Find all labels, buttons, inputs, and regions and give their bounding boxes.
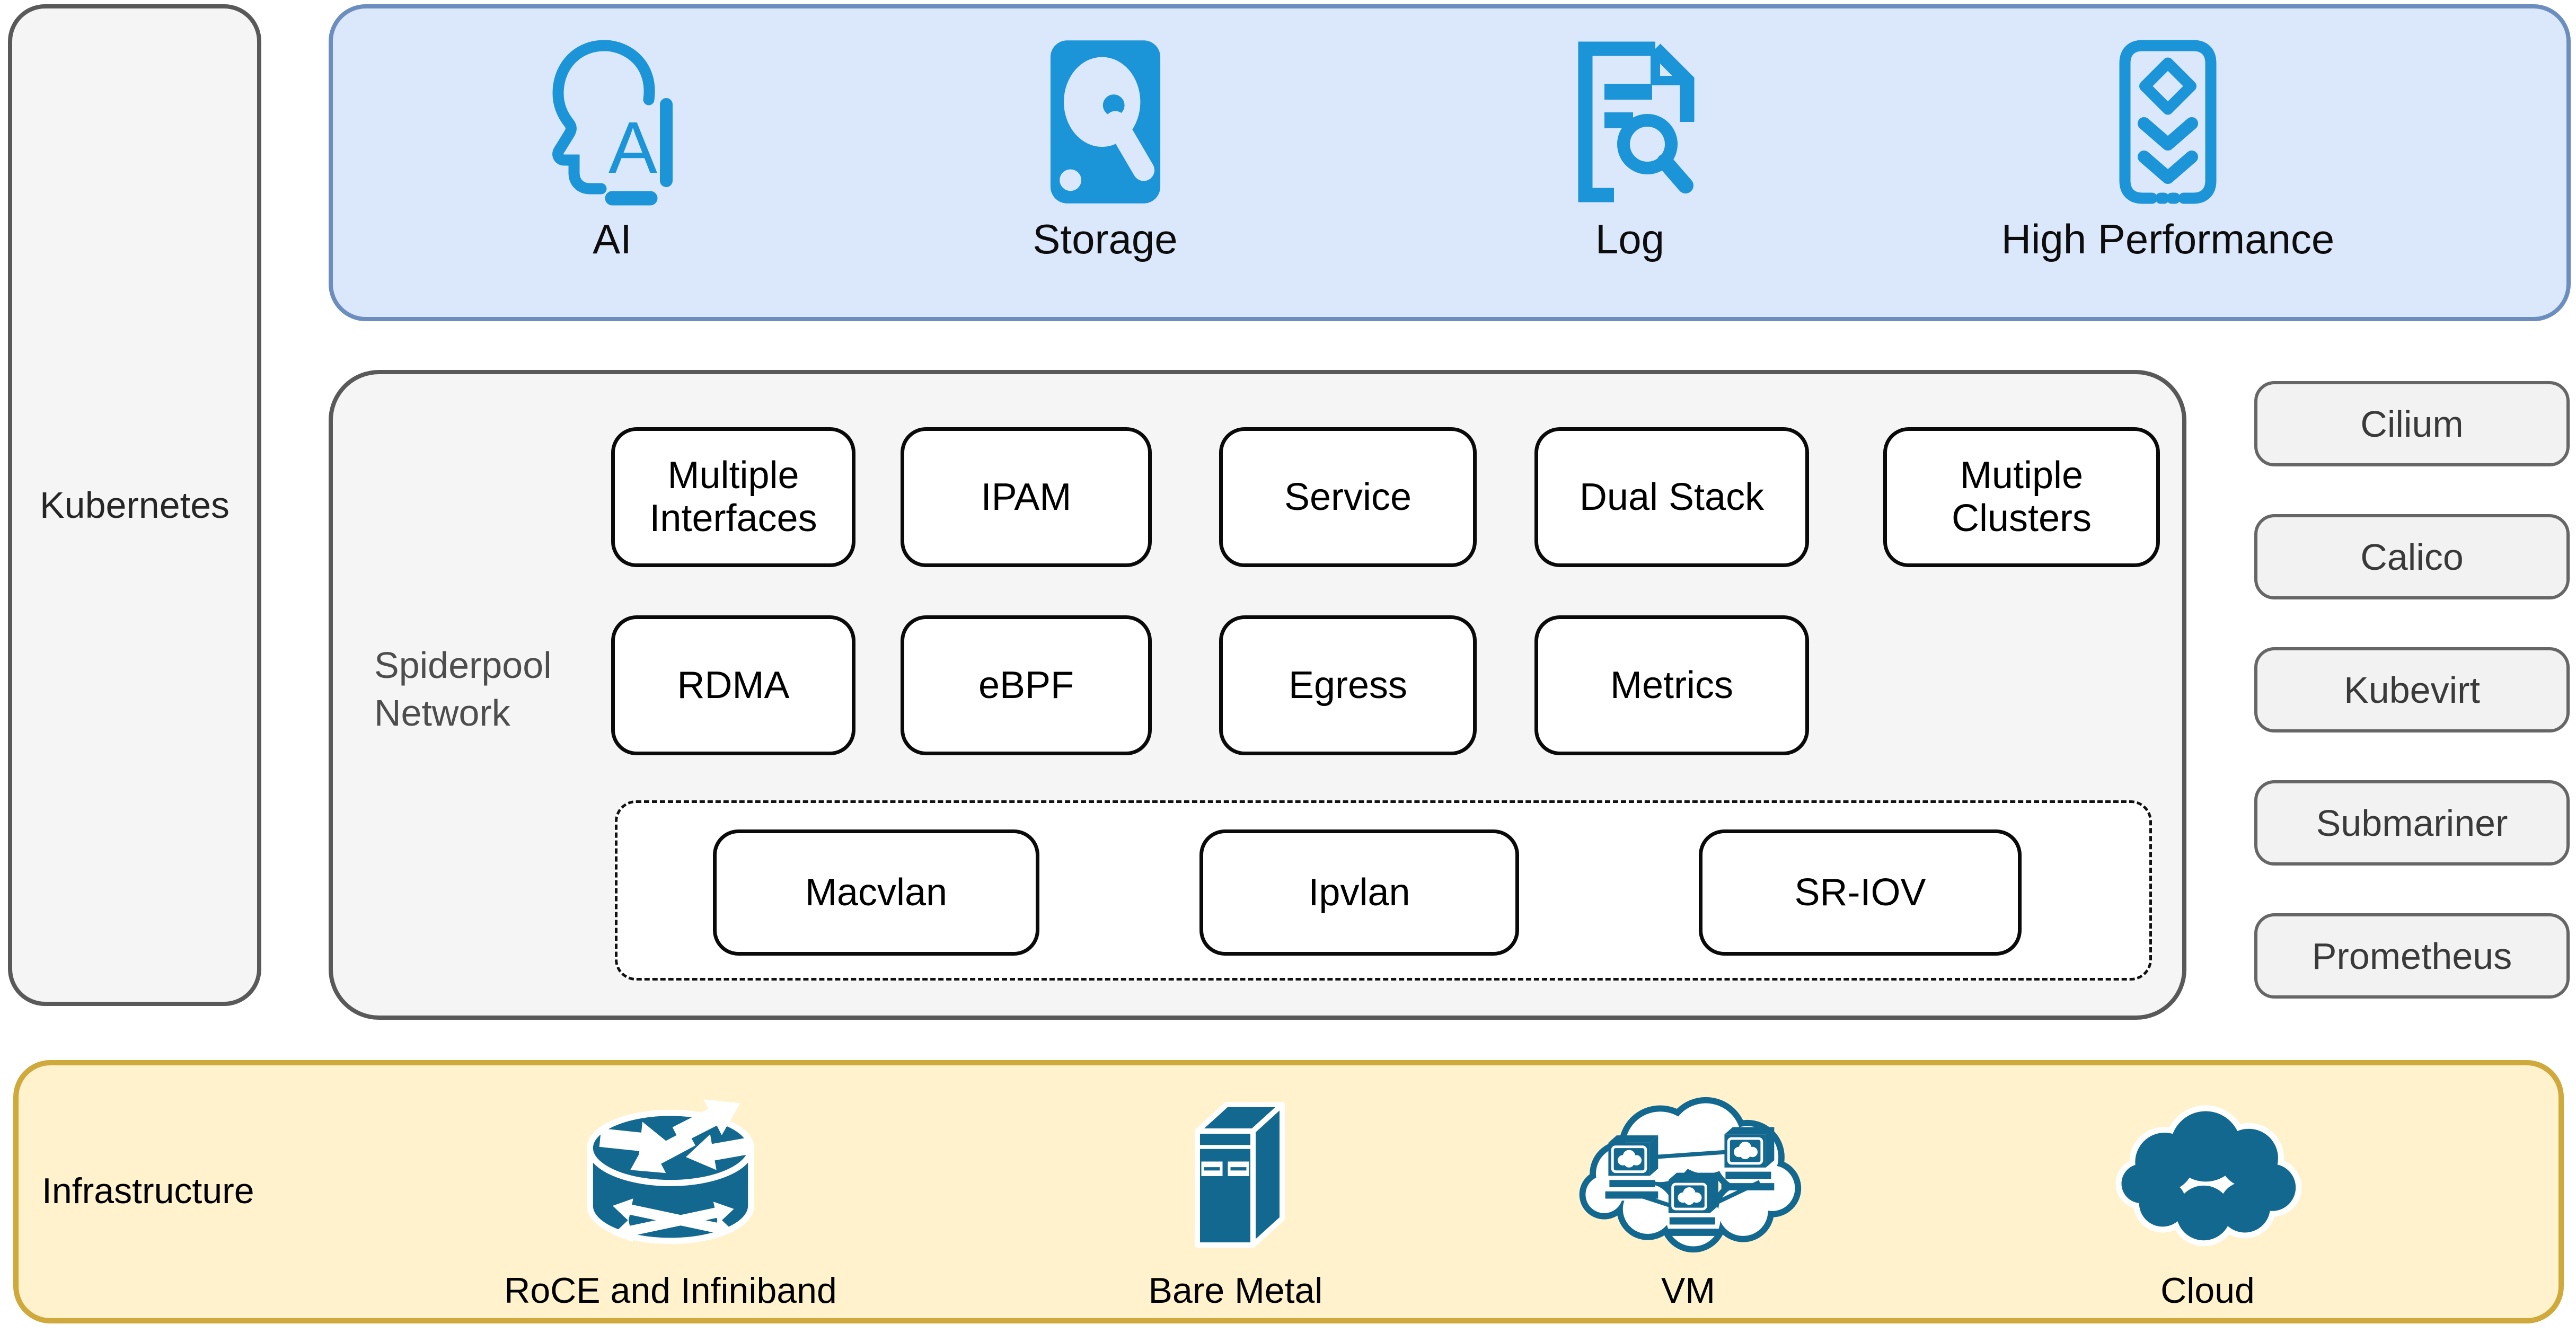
service-item-storage: Storage	[957, 36, 1254, 263]
feature-label: Service	[1284, 475, 1412, 518]
feature-dual-stack: Dual Stack	[1534, 427, 1809, 567]
feature-label: eBPF	[978, 664, 1074, 707]
ecosystem-cilium: Cilium	[2254, 381, 2570, 466]
feature-egress: Egress	[1219, 615, 1477, 755]
ecosystem-label: Prometheus	[2312, 935, 2512, 977]
infra-item-bare-metal: Bare Metal	[1034, 1081, 1437, 1311]
ecosystem-label: Cilium	[2360, 403, 2464, 445]
feature-ebpf: eBPF	[901, 615, 1152, 755]
infra-item-cloud: Cloud	[2006, 1081, 2409, 1311]
feature-label: Metrics	[1610, 664, 1733, 707]
feature-label: SR-IOV	[1794, 871, 1926, 914]
feature-metrics: Metrics	[1534, 615, 1809, 755]
feature-rdma: RDMA	[611, 615, 855, 755]
infrastructure-panel: Infrastructure	[13, 1060, 2564, 1323]
ecosystem-label: Kubevirt	[2344, 669, 2480, 711]
service-label: Storage	[1033, 216, 1178, 262]
service-label: Log	[1595, 216, 1665, 262]
server-tower-icon	[1179, 1081, 1293, 1268]
feature-label: Mutiple Clusters	[1951, 454, 2092, 540]
feature-label: IPAM	[981, 475, 1072, 518]
infra-item-roce: RoCE and Infiniband	[469, 1081, 872, 1311]
feature-ipam: IPAM	[901, 427, 1152, 567]
cloud-icon	[2110, 1081, 2306, 1268]
feature-label: Dual Stack	[1579, 475, 1765, 518]
infrastructure-label: Infrastructure	[42, 1171, 254, 1211]
infra-label: Bare Metal	[1148, 1270, 1323, 1311]
ai-head-icon: A	[533, 36, 692, 207]
feature-label: Ipvlan	[1308, 871, 1410, 914]
infra-label: RoCE and Infiniband	[504, 1270, 837, 1311]
feature-mutiple-clusters: Mutiple Clusters	[1883, 427, 2160, 567]
service-item-log: Log	[1481, 36, 1778, 263]
service-item-high-performance: High Performance	[2001, 36, 2334, 263]
router-icon	[567, 1081, 774, 1268]
storage-disk-icon	[1027, 36, 1184, 207]
kubernetes-label: Kubernetes	[39, 484, 230, 526]
feature-service: Service	[1219, 427, 1477, 567]
service-item-ai: A AI	[464, 36, 761, 263]
ecosystem-calico: Calico	[2254, 514, 2570, 599]
ecosystem-prometheus: Prometheus	[2254, 913, 2570, 999]
cni-plugins-group: Macvlan Ipvlan SR-IOV	[615, 800, 2152, 981]
service-label: High Performance	[2001, 216, 2335, 262]
cni-sriov: SR-IOV	[1699, 829, 2022, 956]
ecosystem-kubevirt: Kubevirt	[2254, 647, 2570, 732]
feature-label: Multiple Interfaces	[649, 454, 817, 540]
high-performance-icon	[2088, 36, 2247, 207]
cni-ipvlan: Ipvlan	[1199, 829, 1519, 956]
spiderpool-panel: Spiderpool Network Multiple Interfaces I…	[329, 370, 2186, 1020]
infra-label: Cloud	[2160, 1270, 2255, 1311]
log-search-icon	[1550, 36, 1709, 207]
vm-cloud-icon	[1569, 1081, 1807, 1268]
feature-label: Macvlan	[805, 871, 948, 914]
kubernetes-box: Kubernetes	[8, 4, 261, 1006]
cni-macvlan: Macvlan	[713, 829, 1039, 956]
feature-label: Egress	[1288, 664, 1408, 707]
infra-item-vm: VM	[1487, 1081, 1890, 1311]
ecosystem-label: Submariner	[2316, 802, 2508, 844]
ecosystem-label: Calico	[2360, 536, 2464, 578]
spiderpool-label: Spiderpool Network	[374, 645, 552, 734]
services-panel: A AI Storage	[329, 4, 2571, 321]
svg-text:A: A	[608, 107, 657, 189]
feature-multiple-interfaces: Multiple Interfaces	[611, 427, 855, 567]
service-label: AI	[593, 216, 632, 262]
infra-label: VM	[1661, 1270, 1715, 1311]
feature-label: RDMA	[677, 664, 790, 707]
ecosystem-submariner: Submariner	[2254, 780, 2570, 866]
